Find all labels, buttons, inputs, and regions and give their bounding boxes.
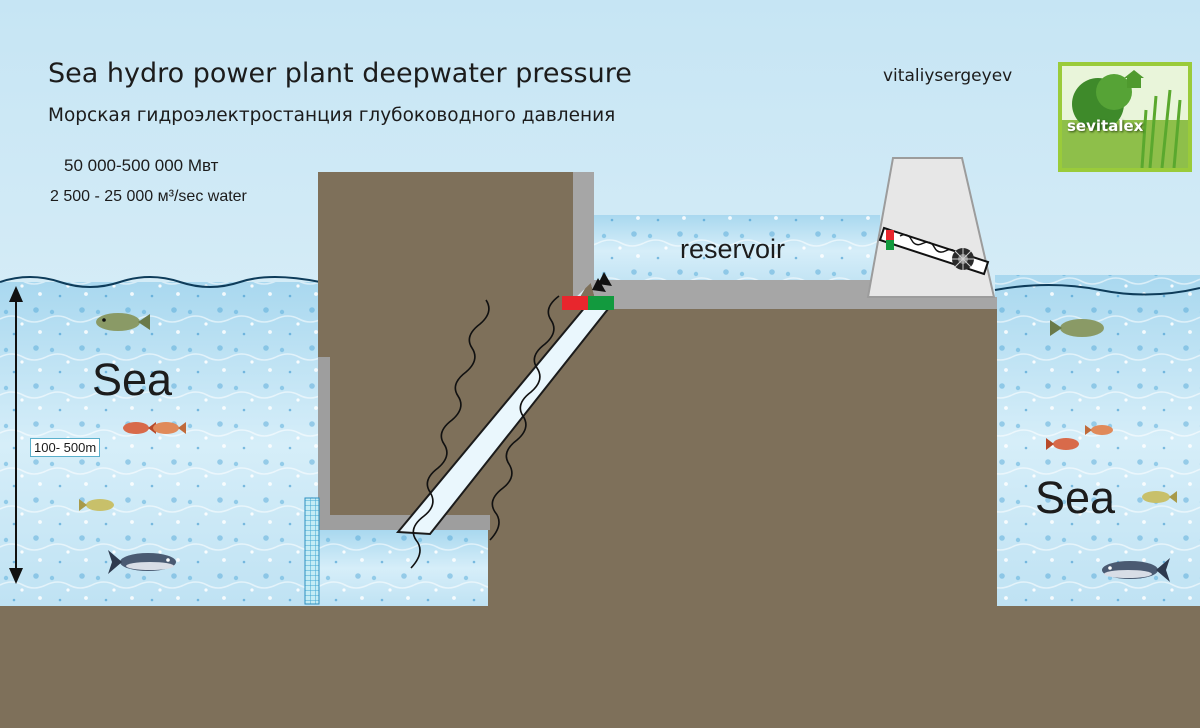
intake-screen: [304, 497, 320, 605]
left-sea-water: [0, 276, 490, 607]
fish-icon: [1046, 438, 1079, 450]
outflow-tunnel: [878, 226, 990, 276]
fish-icon: [1085, 425, 1113, 435]
concrete-structures: [318, 157, 997, 530]
water-flow: 2 500 - 25 000 м³/sec water: [50, 188, 247, 205]
sea-right-label: Sea: [1035, 472, 1116, 523]
power-range: 50 000-500 000 Мвт: [64, 156, 219, 175]
valve-closed: [562, 296, 588, 310]
reservoir-label: reservoir: [680, 234, 786, 264]
seabed-ground: [0, 172, 1200, 728]
reservoir-water: [590, 215, 880, 287]
brand-logo-frame: [1058, 62, 1192, 172]
fish-icon: [123, 422, 156, 434]
fish-icon: [1142, 491, 1177, 503]
brand-logo: [1062, 66, 1188, 169]
fish-icon: [153, 422, 186, 434]
depth-label: 100- 500m: [30, 438, 101, 457]
tuna-icon: [108, 550, 176, 574]
flow-arrow-icon: [592, 278, 606, 292]
fish-icon: [1050, 319, 1104, 337]
outlet-valve-closed: [886, 230, 894, 240]
valve-open: [588, 296, 614, 310]
brand-name: sevitalex: [1067, 117, 1144, 135]
author-name: vitaliysergeyev: [883, 66, 1013, 86]
sea-left-label: Sea: [92, 354, 173, 405]
depth-arrow: [9, 286, 23, 584]
tuna-icon: [1102, 558, 1170, 582]
fish-icon: [79, 499, 114, 511]
fish-icon: [96, 313, 150, 331]
turbine-icon: [952, 248, 974, 270]
outlet-valve-open: [886, 240, 894, 250]
home-icon: [1124, 70, 1144, 88]
title-english: Sea hydro power plant deepwater pressure: [48, 58, 632, 89]
title-russian: Морская гидроэлектростанция глубоководно…: [48, 105, 616, 126]
